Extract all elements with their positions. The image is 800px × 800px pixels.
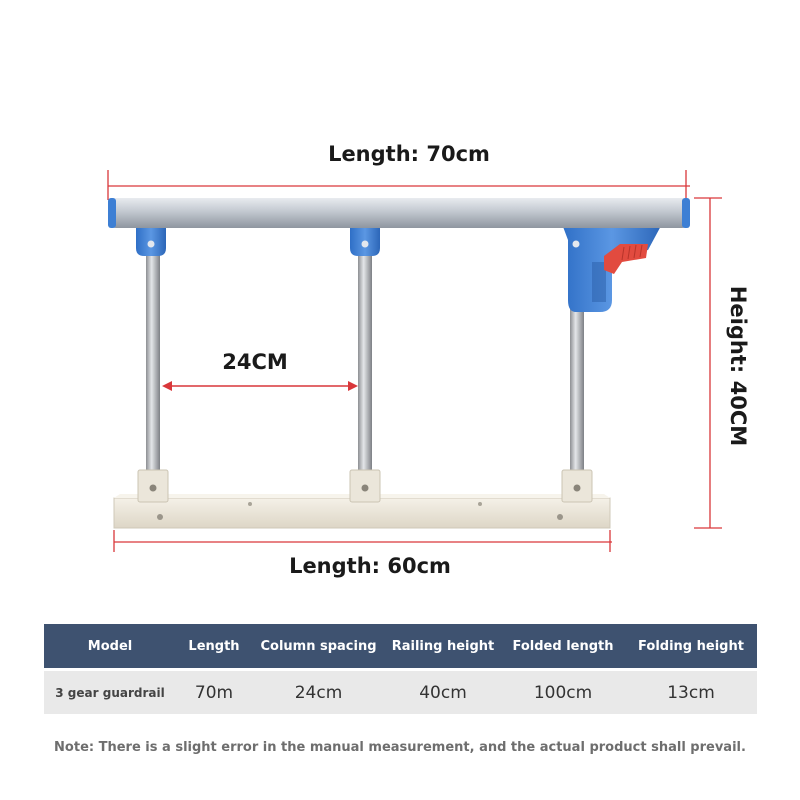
table-row: 3 gear guardrail 70m 24cm 40cm 100cm 13c… — [44, 668, 757, 714]
right-post — [570, 300, 584, 478]
bottom-length-label: Length: 60cm — [289, 554, 451, 578]
cell-folded-length: 100cm — [501, 668, 625, 714]
header-folding-height: Folding height — [625, 624, 757, 670]
header-length: Length — [176, 624, 252, 670]
top-length-label: Length: 70cm — [328, 142, 490, 166]
top-rail — [108, 198, 690, 228]
header-railing-height: Railing height — [385, 624, 501, 670]
left-post — [146, 250, 160, 478]
spec-table: Model Length Column spacing Railing heig… — [44, 624, 757, 714]
cell-folding-height: 13cm — [625, 668, 757, 714]
header-folded-length: Folded length — [501, 624, 625, 670]
column-spacing-arrow — [162, 381, 358, 391]
cell-column-spacing: 24cm — [252, 668, 385, 714]
top-bracket-middle — [350, 226, 380, 256]
base-bracket-middle — [349, 469, 381, 503]
top-length-dimension — [107, 170, 690, 200]
base-bracket-left — [137, 469, 169, 503]
height-label: Height: 40CM — [726, 285, 750, 447]
spec-table-header-row: Model Length Column spacing Railing heig… — [44, 624, 757, 670]
top-bracket-left — [136, 226, 166, 256]
base-bracket-right — [561, 469, 593, 503]
header-model: Model — [44, 624, 176, 670]
header-column-spacing: Column spacing — [252, 624, 385, 670]
middle-post — [358, 250, 372, 478]
cell-model: 3 gear guardrail — [44, 668, 176, 714]
measurement-note: Note: There is a slight error in the man… — [54, 740, 746, 755]
bottom-length-dimension — [113, 530, 612, 552]
cell-railing-height: 40cm — [385, 668, 501, 714]
height-dimension — [694, 197, 722, 529]
lock-release-button — [604, 244, 648, 274]
guardrail-illustration — [107, 170, 722, 552]
column-spacing-label: 24CM — [222, 350, 288, 374]
cell-length: 70m — [176, 668, 252, 714]
